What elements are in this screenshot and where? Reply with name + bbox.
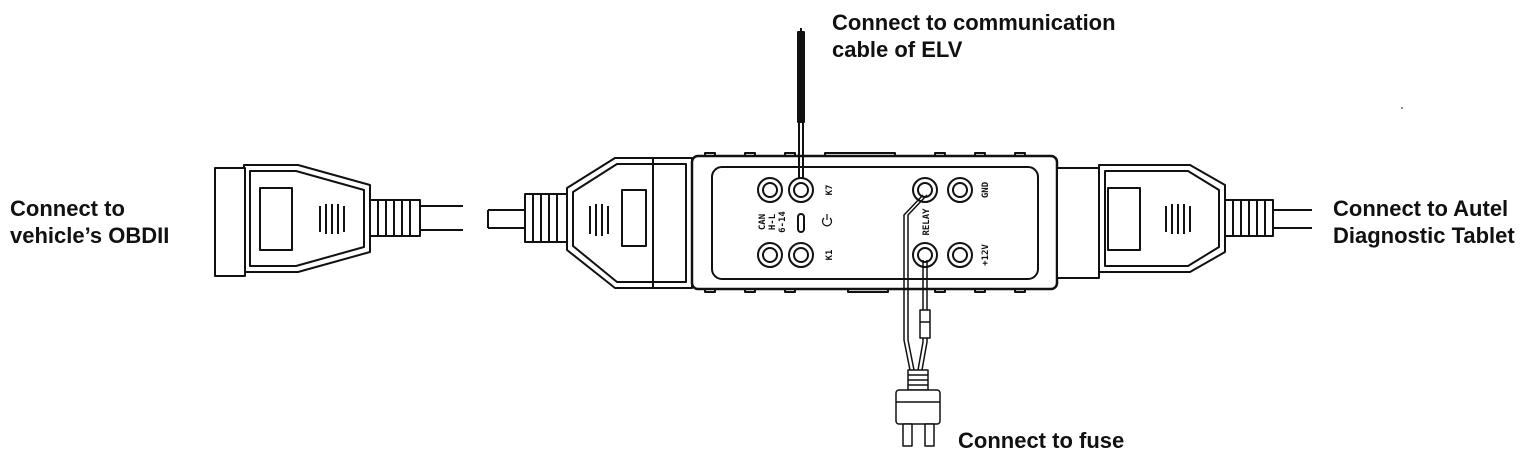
label-tablet-line1: Connect to Autel xyxy=(1333,196,1509,221)
label-elv-line2: cable of ELV xyxy=(832,37,963,62)
port-label-can-3: 6-14 xyxy=(778,211,788,233)
label-tablet-line2: Diagnostic Tablet xyxy=(1333,223,1515,248)
socket-k1[interactable] xyxy=(788,242,814,268)
port-label-k1: K1 xyxy=(825,250,835,261)
status-led xyxy=(797,213,805,233)
label-obdii-line2: vehicle’s OBDII xyxy=(10,223,170,248)
port-label-can-1: CAN xyxy=(758,214,768,230)
obdii-connector-left xyxy=(214,164,463,277)
label-tablet: Connect to Autel Diagnostic Tablet xyxy=(1333,195,1515,249)
socket-can-h xyxy=(757,177,783,203)
speck-mark xyxy=(1401,107,1403,109)
socket-can-l xyxy=(757,242,783,268)
adapter-box xyxy=(690,152,1059,293)
port-label-gnd: GND xyxy=(981,181,991,198)
port-label-k7: K7 xyxy=(825,185,835,196)
tablet-connector-right xyxy=(1098,164,1312,273)
label-elv-line1: Connect to communication xyxy=(832,10,1116,35)
port-label-plus12v: +12V xyxy=(981,244,991,266)
label-fuse: Connect to fuse xyxy=(958,427,1124,454)
socket-plus12v[interactable] xyxy=(947,242,973,268)
power-icon xyxy=(821,214,833,227)
label-obdii-line1: Connect to xyxy=(10,196,125,221)
socket-gnd[interactable] xyxy=(947,177,973,203)
adapter-cable-left xyxy=(487,157,693,289)
label-fuse-text: Connect to fuse xyxy=(958,428,1125,453)
adapter-right-housing xyxy=(1056,167,1100,279)
elv-cable xyxy=(797,28,805,178)
socket-k7[interactable] xyxy=(788,177,814,203)
label-obdii: Connect to vehicle’s OBDII xyxy=(10,195,169,249)
port-label-can-2: H-L xyxy=(768,213,778,230)
socket-relay-bottom[interactable] xyxy=(912,242,938,268)
port-label-relay: RELAY xyxy=(922,208,932,236)
label-elv: Connect to communication cable of ELV xyxy=(832,9,1116,63)
fuse-cable xyxy=(895,194,941,447)
